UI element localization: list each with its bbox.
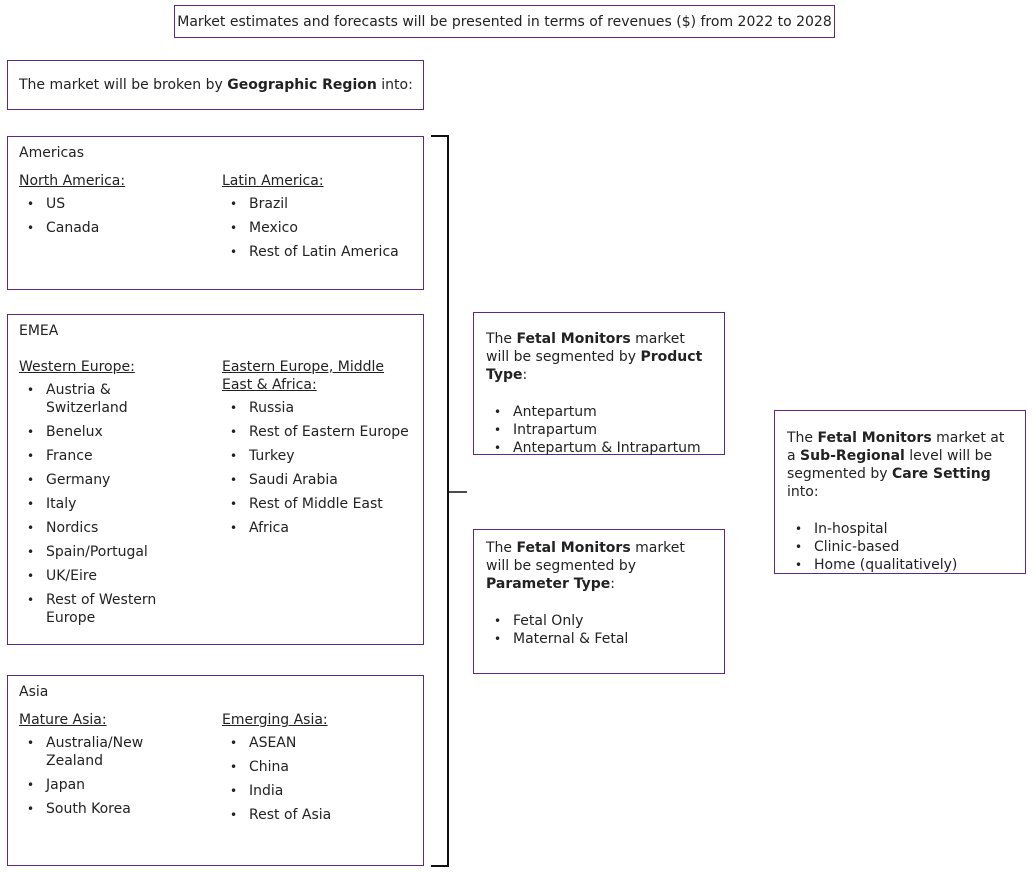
country-list: Russia Rest of Eastern Europe Turkey Sau… — [222, 399, 420, 537]
country-list: Brazil Mexico Rest of Latin America — [222, 195, 422, 261]
list-item: Rest of Asia — [222, 806, 420, 824]
subregion-heading: Eastern Europe, Middle East & Africa: — [222, 359, 385, 393]
geo-bold: Geographic Region — [227, 77, 377, 93]
segment-intro: The Fetal Monitors market will be segmen… — [486, 539, 712, 593]
segment-intro: The Fetal Monitors market at a Sub-Regio… — [787, 429, 1013, 501]
list-item: Russia — [222, 399, 420, 417]
intro-text: market will be segmented by — [486, 331, 685, 365]
intro-bold: Fetal Monitors — [516, 331, 631, 347]
geo-suffix: into: — [376, 77, 413, 93]
country-list: ASEAN China India Rest of Asia — [222, 734, 420, 824]
list-item: Germany — [19, 471, 214, 489]
segment-list: Antepartum Intrapartum Antepartum & Intr… — [486, 403, 712, 457]
region-box-americas: Americas North America: US Canada Latin … — [7, 136, 424, 290]
subregion-heading: North America: — [19, 173, 126, 189]
list-item: Brazil — [222, 195, 422, 213]
list-item: ASEAN — [222, 734, 420, 752]
intro-bold: Care Setting — [891, 466, 991, 482]
forecast-period-text: Market estimates and forecasts will be p… — [177, 13, 832, 30]
list-item: Saudi Arabia — [222, 471, 420, 489]
geographic-region-intro-box: The market will be broken by Geographic … — [7, 60, 424, 110]
list-item: Fetal Only — [486, 612, 712, 630]
list-item: Antepartum & Intrapartum — [486, 439, 712, 457]
list-item: In-hospital — [787, 520, 1013, 538]
region-title: EMEA — [19, 323, 59, 339]
subregion-column: Eastern Europe, Middle East & Africa: Ru… — [222, 358, 420, 543]
list-item: Benelux — [19, 423, 214, 441]
list-item: Rest of Latin America — [222, 243, 422, 261]
list-item: Austria & Switzerland — [19, 381, 146, 417]
intro-text: into: — [787, 484, 819, 500]
product-type-segment-box: The Fetal Monitors market will be segmen… — [473, 312, 725, 457]
intro-text: market will be segmented by — [486, 540, 685, 574]
intro-text: The — [486, 540, 517, 556]
list-item: India — [222, 782, 420, 800]
subregion-column: Mature Asia: Australia/New Zealand Japan… — [19, 711, 214, 824]
list-item: Spain/Portugal — [19, 543, 214, 561]
country-list: US Canada — [19, 195, 214, 237]
intro-bold: Parameter Type — [486, 576, 611, 592]
forecast-period-box: Market estimates and forecasts will be p… — [174, 5, 835, 38]
region-title: Americas — [19, 145, 85, 161]
list-item: China — [222, 758, 420, 776]
care-setting-segment-box: The Fetal Monitors market at a Sub-Regio… — [774, 410, 1026, 574]
list-item: Antepartum — [486, 403, 712, 421]
intro-bold: Fetal Monitors — [817, 430, 932, 446]
list-item: Japan — [19, 776, 214, 794]
list-item: Africa — [222, 519, 420, 537]
segment-list: In-hospital Clinic-based Home (qualitati… — [787, 520, 1013, 574]
list-item: Turkey — [222, 447, 420, 465]
subregion-heading: Emerging Asia: — [222, 712, 328, 728]
list-item: Mexico — [222, 219, 422, 237]
intro-text: : — [522, 367, 528, 383]
parameter-type-segment-box: The Fetal Monitors market will be segmen… — [473, 529, 725, 674]
subregion-column: Western Europe: Austria & Switzerland Be… — [19, 358, 214, 633]
list-item: Intrapartum — [486, 421, 712, 439]
intro-text: market at a — [787, 430, 1005, 464]
list-item: Clinic-based — [787, 538, 1013, 556]
list-item: Home (qualitatively) — [787, 556, 1013, 574]
list-item: Rest of Eastern Europe — [222, 423, 420, 441]
subregion-heading: Western Europe: — [19, 359, 135, 375]
country-list: Austria & Switzerland Benelux France Ger… — [19, 381, 214, 627]
subregion-column: Emerging Asia: ASEAN China India Rest of… — [222, 711, 420, 830]
intro-text: The — [486, 331, 517, 347]
segment-list: Fetal Only Maternal & Fetal — [486, 612, 712, 648]
list-item: UK/Eire — [19, 567, 214, 585]
intro-bold: Product Type — [486, 349, 703, 383]
subregion-heading: Latin America: — [222, 173, 324, 189]
list-item: US — [19, 195, 214, 213]
region-bracket-connector — [431, 135, 467, 867]
subregion-heading: Mature Asia: — [19, 712, 107, 728]
list-item: South Korea — [19, 800, 214, 818]
list-item: Rest of Middle East — [222, 495, 420, 513]
list-item: Nordics — [19, 519, 214, 537]
list-item: Rest of Western Europe — [19, 591, 181, 627]
subregion-column: Latin America: Brazil Mexico Rest of Lat… — [222, 172, 422, 267]
list-item: Canada — [19, 219, 214, 237]
intro-text: level will be segmented by — [787, 448, 993, 482]
intro-bold: Fetal Monitors — [516, 540, 631, 556]
region-box-asia: Asia Mature Asia: Australia/New Zealand … — [7, 675, 424, 866]
list-item: France — [19, 447, 214, 465]
geo-prefix: The market will be broken by — [19, 77, 228, 93]
region-title: Asia — [19, 684, 49, 700]
intro-bold: Sub-Regional — [800, 448, 905, 464]
geographic-intro-text: The market will be broken by Geographic … — [19, 77, 413, 93]
intro-text: : — [610, 576, 615, 592]
country-list: Australia/New Zealand Japan South Korea — [19, 734, 214, 818]
segment-intro: The Fetal Monitors market will be segmen… — [486, 330, 712, 384]
intro-text: The — [787, 430, 818, 446]
list-item: Australia/New Zealand — [19, 734, 161, 770]
list-item: Maternal & Fetal — [486, 630, 712, 648]
subregion-column: North America: US Canada — [19, 172, 214, 243]
region-box-emea: EMEA Western Europe: Austria & Switzerla… — [7, 314, 424, 645]
list-item: Italy — [19, 495, 214, 513]
